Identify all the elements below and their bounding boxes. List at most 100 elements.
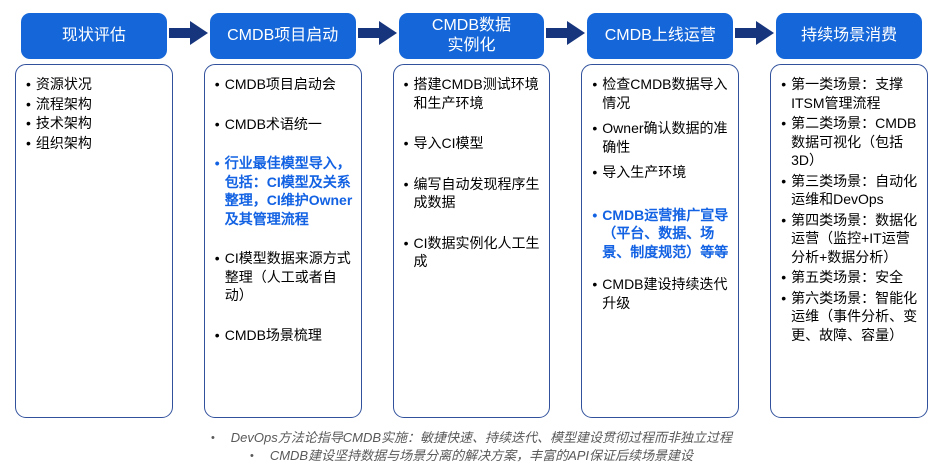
list-item: • 组织架构 [26, 134, 166, 153]
bullet-icon: • [781, 172, 787, 189]
list-item: • 第一类场景：支撑ITSM管理流程 [781, 75, 921, 112]
list-item-text: CMDB运营推广宣导（平台、数据、场景、制度规范）等等 [602, 206, 729, 260]
phase-body: • 搭建CMDB测试环境和生产环境 • 导入CI模型 • 编写自动发现程序生成数… [392, 64, 551, 418]
phase-header: CMDB数据 实例化 [398, 13, 545, 59]
phase-column-2: CMDB项目启动 • CMDB项目启动会 • CMDB术语统一 • 行业最佳模型… [203, 3, 362, 418]
list-item: • CMDB术语统一 [215, 115, 355, 134]
list-item: • 检查CMDB数据导入情况 [592, 75, 732, 112]
arrow-slot [546, 3, 586, 418]
list-item-text: CMDB场景梳理 [224, 326, 322, 343]
bullet-icon: • [214, 76, 220, 92]
list-item: • 编写自动发现程序生成数据 [404, 175, 544, 212]
bullet-icon: • [592, 120, 598, 136]
phase-header: CMDB项目启动 [209, 13, 356, 59]
arrow-right-icon [168, 21, 208, 45]
list-item-text: CMDB建设持续迭代升级 [602, 276, 728, 311]
list-item-text: 第五类场景：安全 [791, 269, 904, 285]
list-item-text: 第三类场景：自动化运维和DevOps [791, 172, 918, 208]
phase-column-4: CMDB上线运营 • 检查CMDB数据导入情况 • Owner确认数据的准确性 … [581, 3, 740, 418]
list-item-text: 流程架构 [35, 95, 92, 112]
bullet-icon: • [210, 432, 215, 445]
bullet-icon: • [26, 115, 31, 131]
footer-note-text: DevOps方法论指导CMDB实施：敏捷快速、持续迭代、模型建设贯彻过程而非独立… [230, 430, 733, 445]
phase-header-wrap: CMDB数据 实例化 [393, 3, 551, 59]
list-item: • CMDB建设持续迭代升级 [592, 275, 732, 312]
phase-header: 持续场景消费 [776, 13, 922, 59]
footer-note-2: • CMDB建设坚持数据与场景分离的解决方案，丰富的API保证后续场景建设 [0, 447, 943, 464]
list-item: • 技术架构 [26, 114, 166, 133]
phase-header: CMDB上线运营 [587, 13, 734, 59]
list-item-text: 第一类场景：支撑ITSM管理流程 [791, 76, 904, 111]
list-item-text: CI数据实例化人工生成 [413, 234, 540, 270]
bullet-icon: • [781, 211, 787, 228]
list-item: • CMDB场景梳理 [215, 326, 355, 345]
list-item-text: 资源状况 [35, 76, 92, 92]
list-item: • 导入生产环境 [592, 163, 732, 182]
phase-header: 现状评估 [21, 13, 167, 59]
phase-item-list: • 搭建CMDB测试环境和生产环境 • 导入CI模型 • 编写自动发现程序生成数… [404, 75, 544, 271]
list-item: • 行业最佳模型导入，包括：CI模型及关系整理，CI维护Owner及其管理流程 [215, 154, 355, 228]
list-item: • 导入CI模型 [404, 134, 544, 153]
arrow-slot [168, 3, 208, 418]
bullet-icon: • [781, 115, 787, 131]
bullet-icon: • [781, 269, 787, 285]
bullet-icon: • [592, 206, 598, 223]
phase-body: • CMDB项目启动会 • CMDB术语统一 • 行业最佳模型导入，包括：CI模… [203, 64, 362, 418]
phase-body: • 检查CMDB数据导入情况 • Owner确认数据的准确性 • 导入生产环境 … [581, 64, 740, 418]
list-item: • 第四类场景：数据化运营（监控+IT运营分析+数据分析） [781, 211, 921, 267]
phase-header-wrap: CMDB上线运营 [581, 3, 739, 59]
arrow-slot [735, 3, 775, 418]
list-item-text: 第四类场景：数据化运营（监控+IT运营分析+数据分析） [791, 211, 918, 265]
phase-body: • 第一类场景：支撑ITSM管理流程 • 第二类场景：CMDB数据可视化（包括3… [770, 64, 928, 418]
footer-note-text: CMDB建设坚持数据与场景分离的解决方案，丰富的API保证后续场景建设 [269, 448, 694, 464]
list-item: • CMDB运营推广宣导（平台、数据、场景、制度规范）等等 [592, 206, 732, 262]
bullet-icon: • [781, 76, 787, 92]
list-item: • 第三类场景：自动化运维和DevOps [781, 172, 921, 209]
bullet-icon: • [592, 276, 598, 292]
phase-header-wrap: 持续场景消费 [770, 3, 928, 59]
list-item: • CI数据实例化人工生成 [404, 234, 544, 271]
phase-column-3: CMDB数据 实例化 • 搭建CMDB测试环境和生产环境 • 导入CI模型 • … [392, 3, 551, 418]
bullet-icon: • [781, 289, 787, 306]
list-item-text: CI模型数据来源方式整理（人工或者自动） [224, 250, 351, 303]
arrow-right-icon [357, 21, 397, 45]
phase-column-5: 持续场景消费 • 第一类场景：支撑ITSM管理流程 • 第二类场景：CMDB数据… [770, 3, 928, 418]
list-item: • 搭建CMDB测试环境和生产环境 [404, 75, 544, 112]
list-item: • 流程架构 [26, 95, 166, 114]
bullet-icon: • [214, 155, 220, 171]
phase-body: • 资源状况 • 流程架构 • 技术架构 • 组织架构 [15, 64, 173, 418]
bullet-icon: • [592, 164, 598, 180]
bullet-icon: • [403, 76, 409, 92]
list-item: • 资源状况 [26, 75, 166, 94]
list-item: • CI模型数据来源方式整理（人工或者自动） [215, 249, 355, 305]
bullet-icon: • [214, 326, 220, 343]
arrow-right-icon [735, 21, 775, 45]
footer-notes: • DevOps方法论指导CMDB实施：敏捷快速、持续迭代、模型建设贯彻过程而非独… [0, 429, 943, 464]
bullet-icon: • [403, 135, 409, 151]
list-item-text: 技术架构 [35, 115, 92, 131]
phase-item-list: • 资源状况 • 流程架构 • 技术架构 • 组织架构 [26, 75, 166, 152]
bullet-icon: • [26, 134, 31, 151]
bullet-icon: • [26, 76, 31, 92]
bullet-icon: • [403, 234, 409, 251]
arrow-right-icon [546, 21, 586, 45]
list-item: • Owner确认数据的准确性 [592, 119, 732, 156]
list-item-text: 组织架构 [35, 134, 92, 151]
list-item-text: CMDB项目启动会 [224, 76, 336, 92]
phase-item-list: • 检查CMDB数据导入情况 • Owner确认数据的准确性 • 导入生产环境 … [592, 75, 732, 312]
bullet-icon: • [403, 175, 409, 192]
phase-header-wrap: CMDB项目启动 [204, 3, 362, 59]
bullet-icon: • [26, 95, 31, 112]
process-flow: 现状评估 • 资源状况 • 流程架构 • 技术架构 • 组织架构 [15, 3, 928, 418]
list-item: • CMDB项目启动会 [215, 75, 355, 94]
list-item-text: 导入CI模型 [413, 135, 484, 151]
list-item: • 第五类场景：安全 [781, 268, 921, 287]
phase-header-wrap: 现状评估 [15, 3, 173, 59]
list-item-text: CMDB术语统一 [224, 115, 322, 132]
phase-column-1: 现状评估 • 资源状况 • 流程架构 • 技术架构 • 组织架构 [15, 3, 173, 418]
list-item-text: 行业最佳模型导入，包括：CI模型及关系整理，CI维护Owner及其管理流程 [224, 155, 353, 227]
bullet-icon: • [249, 450, 254, 463]
phase-item-list: • 第一类场景：支撑ITSM管理流程 • 第二类场景：CMDB数据可视化（包括3… [781, 75, 921, 344]
bullet-icon: • [592, 76, 598, 92]
